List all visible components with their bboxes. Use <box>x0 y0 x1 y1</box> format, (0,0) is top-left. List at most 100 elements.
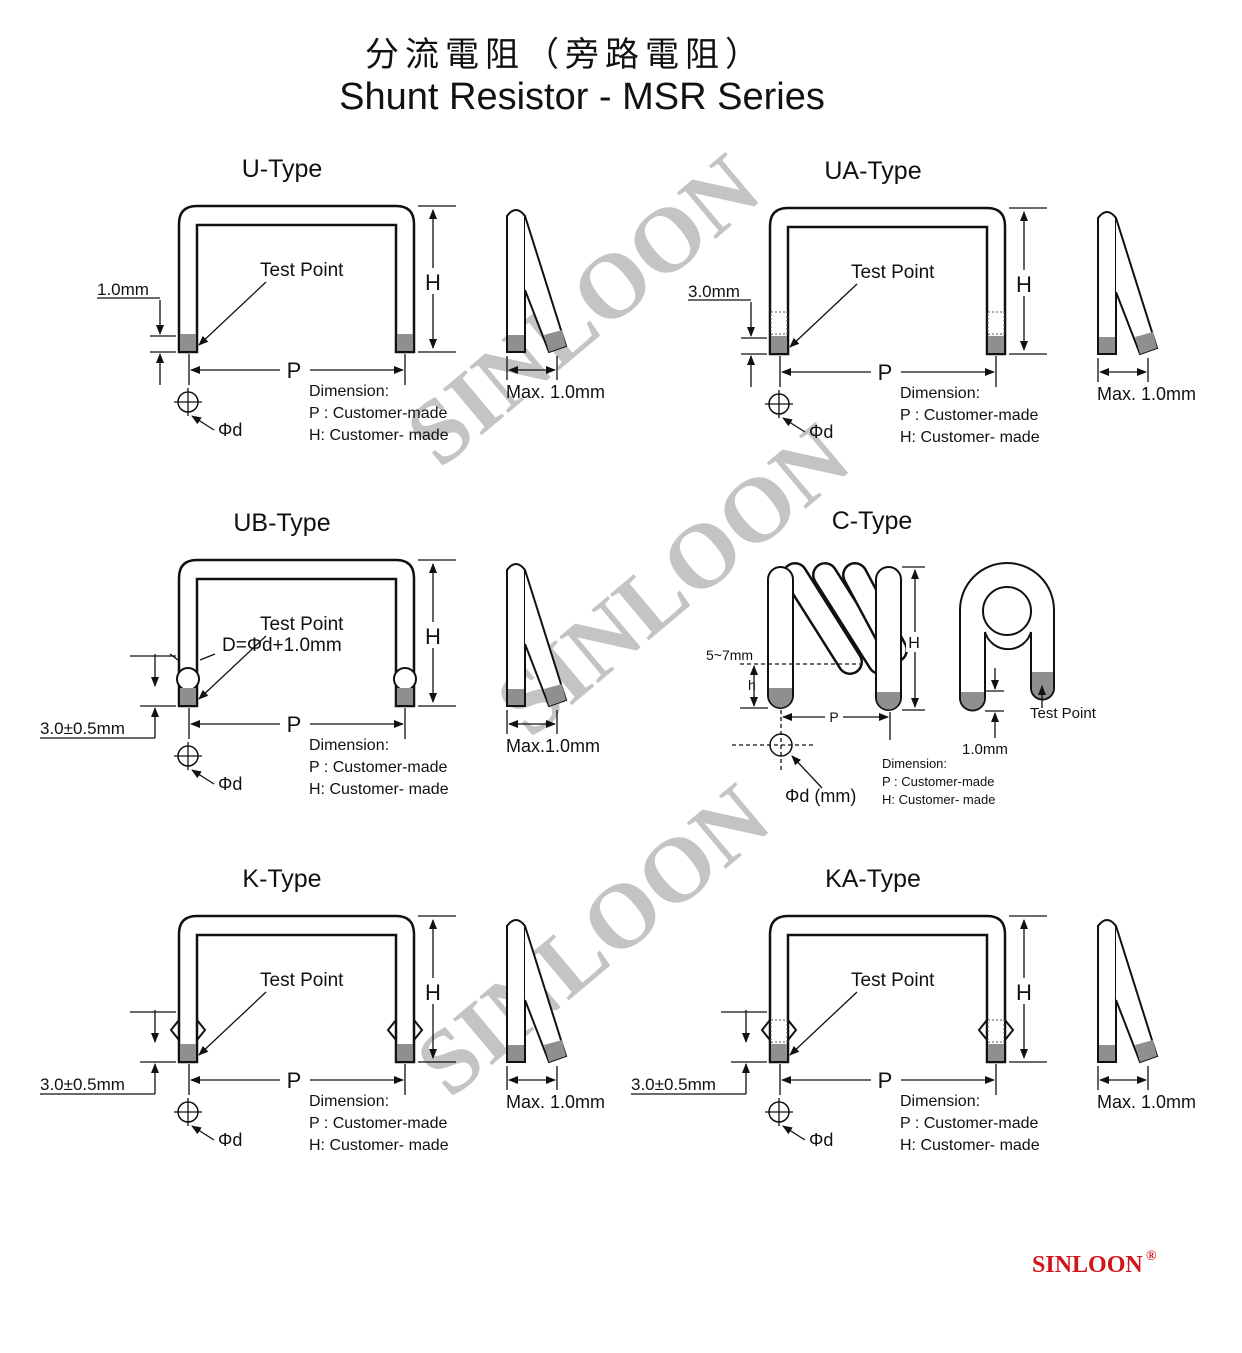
dimension-title: Dimension: <box>309 737 389 754</box>
test-pad <box>397 334 413 351</box>
dimension-title: Dimension: <box>882 756 947 771</box>
title-english: Shunt Resistor - MSR Series <box>339 76 825 118</box>
test-point-label: Test Point <box>851 970 935 991</box>
dimension-h: H: Customer- made <box>309 781 449 798</box>
band <box>987 1019 1005 1043</box>
test-pad <box>544 1040 566 1062</box>
dimension-title: Dimension: <box>309 383 389 400</box>
test-pad <box>508 335 524 351</box>
lead-length-label: 1.0mm <box>962 741 1008 758</box>
test-pad <box>1135 1040 1157 1062</box>
coil-side-view <box>959 562 1055 712</box>
test-point-arrow <box>198 281 267 346</box>
phi-arrow <box>191 415 215 431</box>
max-label: Max. 1.0mm <box>506 1092 605 1112</box>
watermarks: SINLOON SINLOON SINLOON <box>387 134 868 1115</box>
coil-turn <box>814 564 891 673</box>
watermark: SINLOON <box>397 764 788 1115</box>
h-label: H <box>1016 980 1032 1005</box>
phi-arrow <box>782 417 806 433</box>
test-point-label: Test Point <box>260 614 344 635</box>
registered-mark: ® <box>1146 1249 1157 1264</box>
lead-length-label: 3.0mm <box>688 282 740 301</box>
dimension-h: H: Customer- made <box>900 1137 1040 1154</box>
coil-turn <box>784 564 861 673</box>
p-label: P <box>287 712 302 737</box>
dimension-title: Dimension: <box>900 1093 980 1110</box>
panel-title: C-Type <box>832 507 913 535</box>
notch <box>760 1019 1015 1041</box>
band <box>770 311 788 335</box>
notch-arrow <box>199 653 216 661</box>
test-point-arrow <box>789 283 858 348</box>
dimension-p: P : Customer-made <box>309 1115 448 1132</box>
test-pad <box>988 336 1004 353</box>
h-label: H <box>908 635 920 652</box>
notch-arrow <box>169 653 179 661</box>
label-bg <box>423 978 443 1004</box>
side-view-lead <box>506 563 526 707</box>
h-label: H <box>425 270 441 295</box>
h-label: H <box>425 624 441 649</box>
resistor-body <box>768 206 1007 356</box>
label-bg <box>871 358 901 384</box>
label-bg <box>423 268 443 294</box>
dimension-p: P : Customer-made <box>882 774 994 789</box>
side-view-lead <box>1097 919 1117 1063</box>
max-label: Max. 1.0mm <box>506 382 605 402</box>
max-label: Max.1.0mm <box>506 736 600 756</box>
p-label: P <box>287 1068 302 1093</box>
test-point-arrow <box>198 991 267 1056</box>
label-bg <box>280 710 310 736</box>
panel-title: UB-Type <box>233 509 330 537</box>
band <box>987 311 1005 335</box>
h-small-label: h <box>748 677 756 693</box>
side-view-lead <box>506 919 526 1063</box>
test-pad <box>544 330 566 352</box>
dimension-p: P : Customer-made <box>309 405 448 422</box>
panel-title: U-Type <box>242 155 323 183</box>
coil-right-leg <box>875 566 902 711</box>
test-pad <box>961 692 984 710</box>
label-bg <box>423 622 443 648</box>
dimension-h: H: Customer- made <box>309 427 449 444</box>
h-label: H <box>425 980 441 1005</box>
lead-length-label: 3.0±0.5mm <box>40 1075 125 1094</box>
test-pad <box>769 688 792 708</box>
pitch-label: 5~7mm <box>706 647 753 663</box>
test-pad <box>180 1044 196 1061</box>
label-bg <box>1014 270 1034 296</box>
test-point-arrow <box>789 991 858 1056</box>
coil-inner <box>982 586 1032 636</box>
phi-label: Φd (mm) <box>785 786 856 806</box>
dimension-p: P : Customer-made <box>900 1115 1039 1132</box>
coil-left-leg <box>767 566 794 709</box>
dimension-title: Dimension: <box>900 385 980 402</box>
lead-length-label: 3.0±0.5mm <box>40 719 125 738</box>
phi-arrow <box>782 1125 806 1141</box>
phi-label: Φd <box>809 1130 833 1150</box>
max-label: Max. 1.0mm <box>1097 1092 1196 1112</box>
lead-length-label: 1.0mm <box>97 280 149 299</box>
panel-title: UA-Type <box>824 157 921 185</box>
dimension-h: H: Customer- made <box>900 429 1040 446</box>
test-pad <box>1135 332 1157 354</box>
phi-arrow <box>191 1125 215 1141</box>
dimension-p: P : Customer-made <box>900 407 1039 424</box>
test-point-label: Test Point <box>260 970 344 991</box>
test-pad <box>771 336 787 353</box>
test-pad <box>180 334 196 351</box>
test-pad <box>1099 1045 1115 1061</box>
resistor-body <box>768 914 1007 1064</box>
resistor-body <box>177 558 416 708</box>
band <box>770 1019 788 1043</box>
label-bg <box>280 1066 310 1092</box>
notch <box>169 1019 424 1041</box>
test-pad <box>771 1044 787 1061</box>
p-label: P <box>878 1068 893 1093</box>
